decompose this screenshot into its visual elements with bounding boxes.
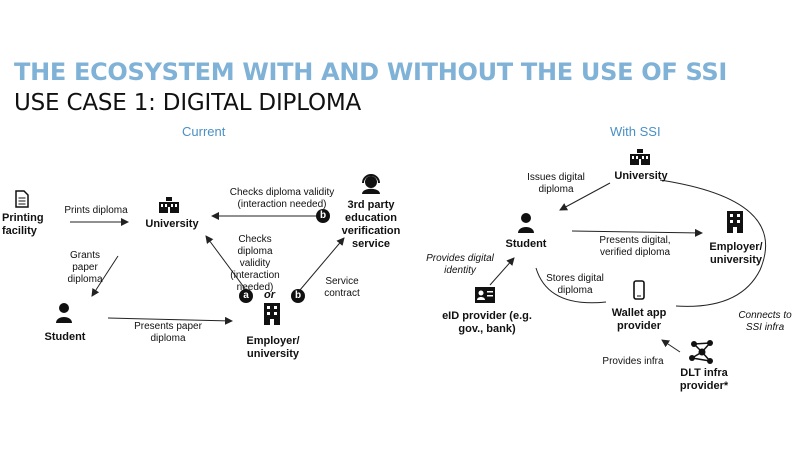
arrow-identity — [489, 257, 515, 286]
printing-facility-node: Printing facility — [2, 212, 44, 237]
marker-or: or — [264, 289, 275, 301]
edge-prints-diploma: Prints diploma — [64, 205, 128, 216]
edge-presents-paper-diploma: Presents paper diploma — [134, 321, 202, 344]
id-card-icon — [474, 286, 496, 309]
building-icon — [263, 302, 281, 331]
person-icon — [55, 302, 73, 329]
building-icon — [726, 210, 744, 239]
edge-connects-ssi-infra: Connects to SSI infra — [738, 310, 792, 333]
arrow-service — [299, 237, 345, 291]
headset-icon — [360, 173, 382, 200]
current-heading: Current — [182, 124, 226, 139]
eid-provider-node: eID provider (e.g. gov., bank) — [442, 310, 532, 335]
verifier-node: 3rd party education verification service — [341, 199, 401, 250]
document-icon — [15, 190, 29, 213]
employer-node: Employer/ university — [246, 335, 300, 360]
arrow-presents-digital — [571, 228, 703, 237]
university-node: University — [145, 218, 199, 230]
edge-grants-paper-diploma: Grants paper diploma — [67, 250, 103, 285]
edge-issues-digital-diploma: Issues digital diploma — [527, 172, 585, 195]
ssi-employer-node: Employer/ university — [709, 241, 763, 266]
school-icon — [158, 196, 180, 219]
edge-checks-validity-b: Checks diploma validity (interaction nee… — [229, 187, 335, 210]
person-icon — [517, 212, 535, 239]
marker-a: a — [239, 289, 253, 303]
ssi-heading: With SSI — [610, 124, 661, 139]
arrow-grants — [91, 255, 119, 297]
marker-b-bottom: b — [291, 289, 305, 303]
phone-icon — [633, 280, 645, 305]
student-node: Student — [44, 331, 86, 343]
wallet-provider-node: Wallet app provider — [611, 307, 667, 332]
arrow-presents-paper — [107, 316, 233, 325]
ssi-university-node: University — [614, 170, 668, 182]
edge-stores-digital-diploma: Stores digital diploma — [546, 273, 604, 296]
arrow-infra — [661, 339, 681, 353]
marker-b-top: b — [316, 209, 330, 223]
curve-stores — [535, 267, 607, 304]
page-subtitle: USE CASE 1: DIGITAL DIPLOMA — [14, 90, 362, 116]
curve-connects — [659, 179, 767, 307]
dlt-provider-node: DLT infra provider* — [679, 367, 729, 392]
ssi-student-node: Student — [505, 238, 547, 250]
edge-checks-validity-a: Checks diploma validity (interaction nee… — [230, 234, 280, 293]
edge-provides-infra: Provides infra — [602, 356, 664, 367]
network-icon — [688, 338, 716, 371]
edge-presents-digital-diploma: Presents digital, verified diploma — [599, 235, 671, 258]
school-icon — [629, 148, 651, 171]
arrow-checks-a — [205, 235, 247, 291]
arrow-issues — [559, 182, 611, 211]
edge-service-contract: Service contract — [324, 276, 360, 299]
edge-provides-digital-identity: Provides digital identity — [426, 253, 494, 276]
page-title: THE ECOSYSTEM WITH AND WITHOUT THE USE O… — [14, 58, 728, 86]
